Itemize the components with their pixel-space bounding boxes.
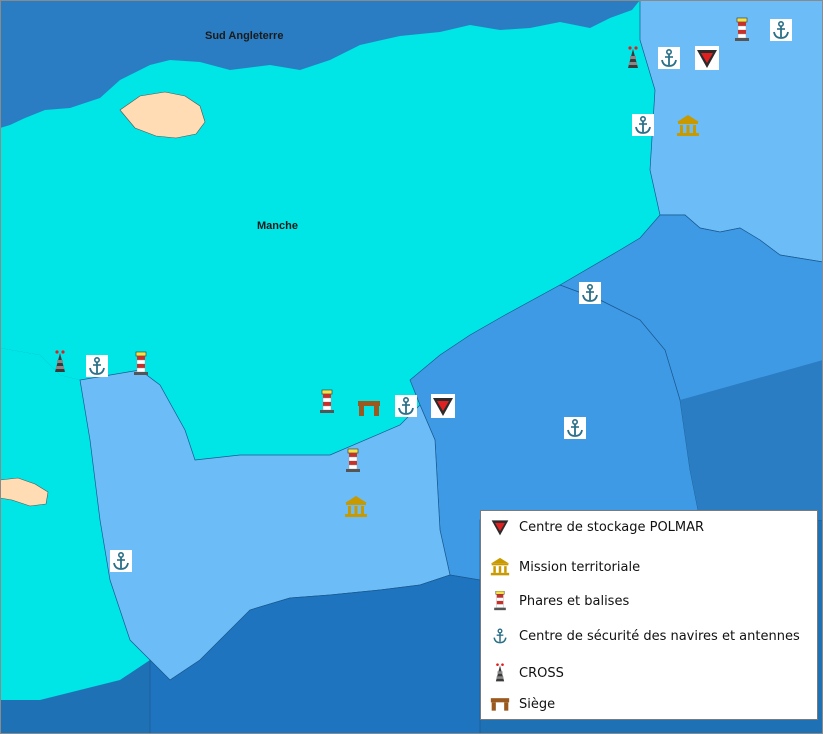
england-label: Sud Angleterre	[205, 30, 283, 42]
england-land	[0, 0, 640, 128]
anchor-icon[interactable]	[563, 416, 587, 440]
anchor-icon	[487, 625, 513, 647]
anchor-icon[interactable]	[657, 46, 681, 70]
polmar-triangle-icon	[487, 516, 513, 538]
channel-label: Manche	[257, 220, 298, 232]
legend-item-cross: CROSS	[487, 661, 564, 685]
channel-island	[0, 477, 49, 507]
polmar-triangle-icon[interactable]	[431, 394, 455, 418]
siege-arch-icon	[487, 693, 513, 715]
legend-item-lighthouse: Phares et balises	[487, 589, 629, 613]
land-east-dark	[680, 360, 823, 520]
isle-of-wight	[119, 91, 206, 139]
anchor-icon[interactable]	[769, 18, 793, 42]
channel-sea-west	[0, 348, 150, 700]
legend-item-polmar: Centre de stockage POLMAR	[487, 515, 704, 539]
legend-label: Mission territoriale	[519, 559, 641, 575]
anchor-icon[interactable]	[394, 394, 418, 418]
lighthouse-icon	[487, 590, 513, 612]
legend-label: CROSS	[519, 665, 564, 681]
legend-item-siege: Siège	[487, 692, 555, 716]
cross-tower-icon	[487, 662, 513, 684]
anchor-icon[interactable]	[631, 113, 655, 137]
anchor-icon[interactable]	[109, 549, 133, 573]
legend-label: Phares et balises	[519, 593, 630, 609]
mission-building-icon	[487, 556, 513, 578]
legend-item-mission: Mission territoriale	[487, 555, 640, 579]
legend-label: Centre de stockage POLMAR	[519, 519, 705, 535]
legend: Centre de stockage POLMAR Mission territ…	[480, 510, 818, 720]
polmar-triangle-icon[interactable]	[695, 46, 719, 70]
anchor-icon[interactable]	[578, 281, 602, 305]
legend-label: Centre de sécurité des navires et antenn…	[519, 628, 800, 644]
anchor-icon[interactable]	[85, 354, 109, 378]
legend-label: Siège	[519, 696, 556, 712]
legend-item-anchor: Centre de sécurité des navires et antenn…	[487, 624, 800, 648]
